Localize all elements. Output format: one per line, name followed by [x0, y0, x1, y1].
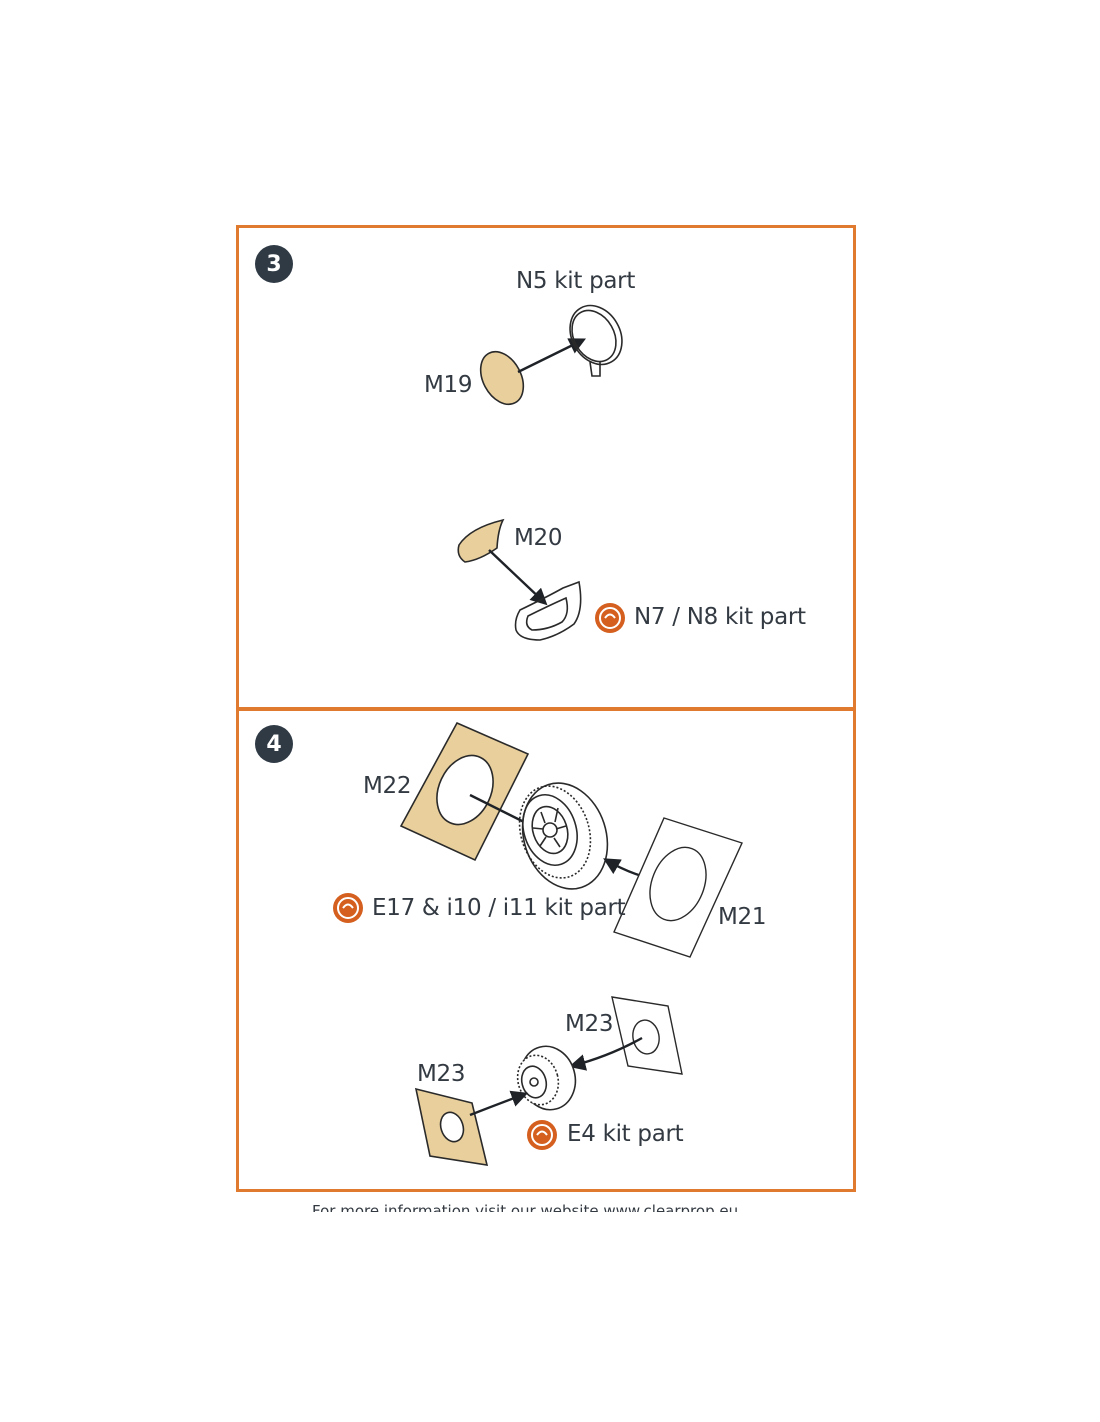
footer-text: For more information visit our website w… [312, 1202, 739, 1212]
label-m21: M21 [718, 904, 767, 930]
label-e4: E4 kit part [567, 1121, 684, 1147]
kit-part-icon [527, 1120, 557, 1150]
step-3-badge: 3 [255, 245, 293, 283]
label-n5: N5 kit part [516, 268, 636, 294]
m19-part [479, 350, 525, 406]
label-m22: M22 [363, 773, 412, 799]
label-m20: M20 [514, 525, 563, 551]
tail-wheel [516, 1045, 577, 1111]
label-e17: E17 & i10 / i11 kit part [372, 895, 626, 921]
m20-part [457, 518, 505, 563]
label-m23-bottom: M23 [417, 1061, 466, 1087]
n5-part [569, 304, 623, 377]
n7n8-part [514, 580, 582, 641]
m23-bottom-part [414, 1087, 489, 1166]
label-m19: M19 [424, 372, 473, 398]
main-wheel [518, 782, 609, 890]
step-4-panel [236, 708, 856, 1192]
footer: For more information visit our website w… [0, 1200, 1100, 1212]
label-m23-top: M23 [565, 1011, 614, 1037]
kit-part-icon [595, 603, 625, 633]
step-4-badge: 4 [255, 725, 293, 763]
m21-part [613, 817, 743, 958]
m23-top-part [611, 996, 683, 1075]
m22-part [399, 721, 530, 862]
label-n7n8: N7 / N8 kit part [634, 604, 806, 630]
kit-part-icon [333, 893, 363, 923]
